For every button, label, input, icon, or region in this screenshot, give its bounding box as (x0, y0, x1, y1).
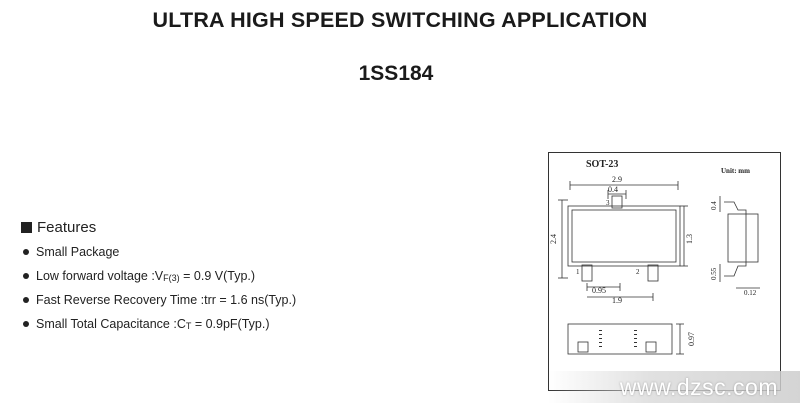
bullet-icon (23, 249, 29, 255)
bullet-icon (23, 297, 29, 303)
page-title: ULTRA HIGH SPEED SWITCHING APPLICATION (152, 8, 648, 32)
watermark-text: www.dzsc.com (619, 373, 778, 400)
features-heading: Features (21, 219, 96, 236)
pin-label: 2 (636, 268, 640, 276)
dim-pitch: 1.9 (612, 296, 622, 305)
dim-height-outer: 2.4 (549, 234, 558, 244)
dim-pitch-half: 0.95 (592, 286, 606, 295)
site-watermark: www.dzsc.com (548, 371, 800, 403)
feature-item: Fast Reverse Recovery Time :trr = 1.6 ns… (23, 292, 296, 316)
dim-thickness: 0.97 (687, 332, 696, 346)
package-name-label: SOT-23 (586, 159, 618, 170)
feature-text: Small Total Capacitance :CT = 0.9pF(Typ.… (36, 317, 270, 331)
package-outline-drawing: SOT-23 Unit: mm (548, 152, 781, 391)
pin-label: 3 (606, 199, 610, 207)
feature-item: Small Total Capacitance :CT = 0.9pF(Typ.… (23, 316, 296, 340)
bullet-icon (23, 321, 29, 327)
features-list: Small Package Low forward voltage :VF(3)… (23, 244, 296, 340)
feature-text: Small Package (36, 245, 120, 259)
pin-label: 1 (576, 268, 580, 276)
square-bullet-icon (21, 222, 32, 233)
dim-side-top: 0.4 (710, 201, 718, 210)
dim-lead-width: 0.4 (608, 185, 618, 194)
part-number: 1SS184 (358, 62, 434, 85)
features-heading-label: Features (37, 219, 97, 236)
feature-item: Small Package (23, 244, 296, 268)
bullet-icon (23, 273, 29, 279)
dim-width: 2.9 (612, 175, 622, 184)
feature-text: Low forward voltage :VF(3) = 0.9 V(Typ.) (36, 269, 256, 283)
dim-side-bottom: 0.55 (710, 267, 718, 280)
dim-side-foot: 0.12 (744, 289, 757, 297)
feature-text: Fast Reverse Recovery Time :trr = 1.6 ns… (36, 293, 297, 307)
dim-height-body: 1.3 (685, 234, 694, 244)
unit-label: Unit: mm (721, 167, 750, 175)
feature-item: Low forward voltage :VF(3) = 0.9 V(Typ.) (23, 268, 296, 292)
